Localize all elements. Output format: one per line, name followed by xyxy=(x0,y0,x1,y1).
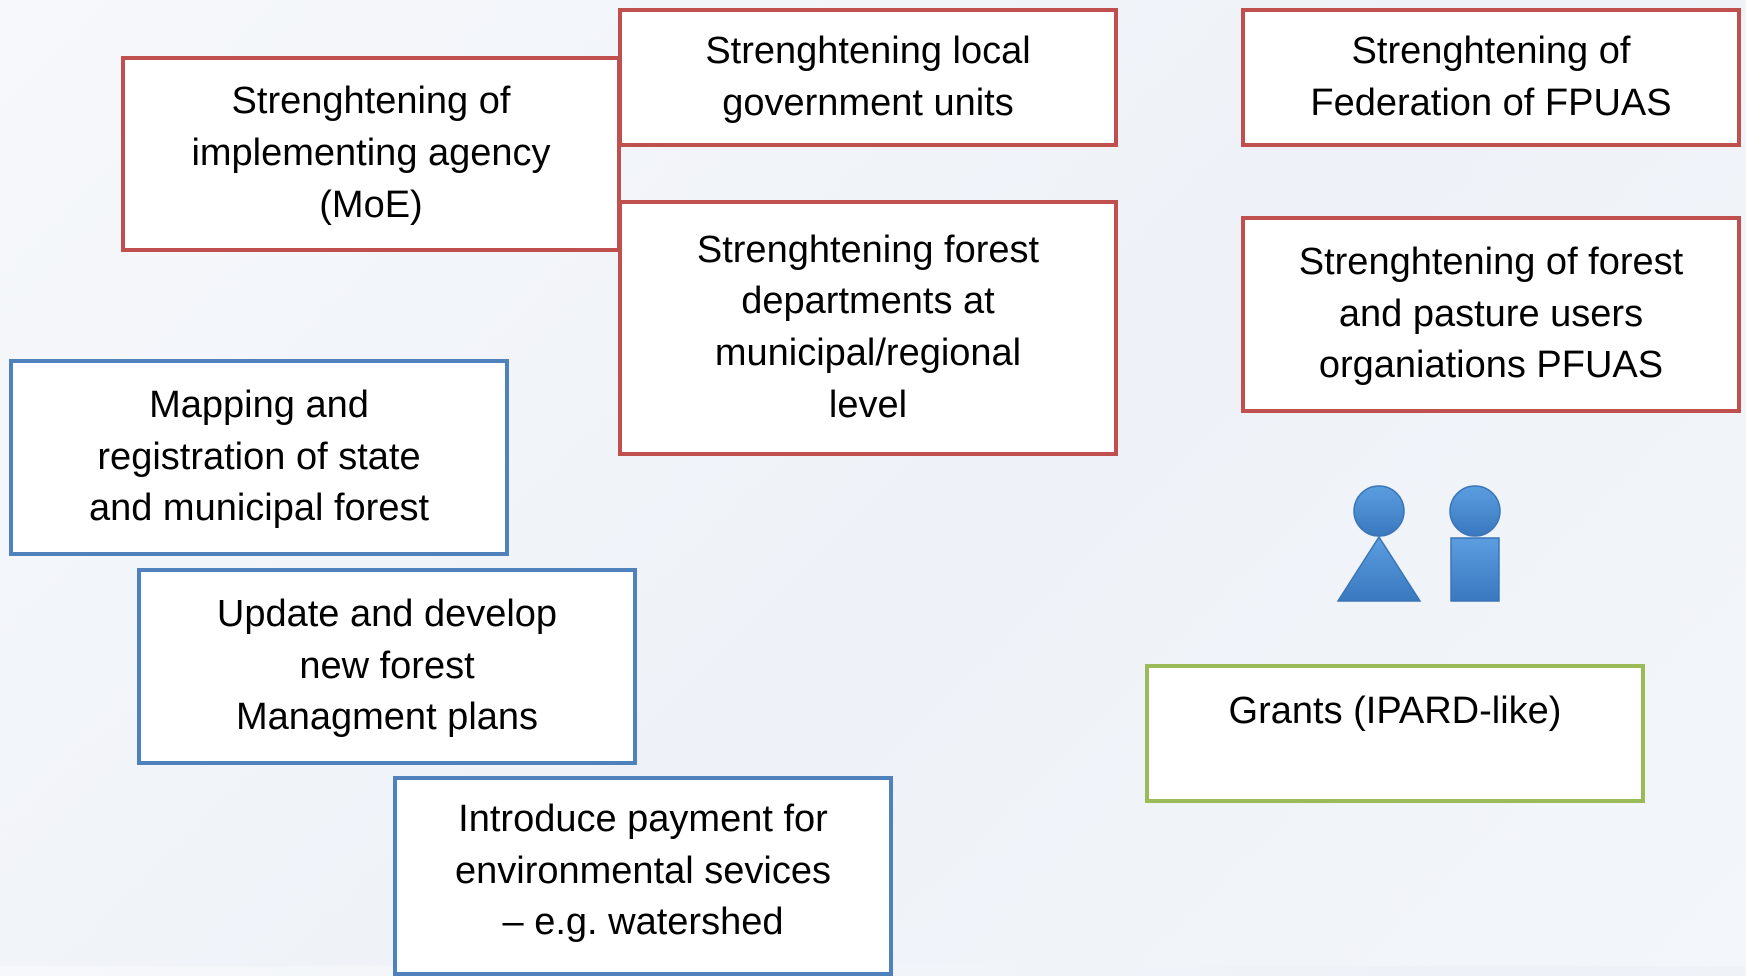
person-figure-rectangle xyxy=(1449,485,1501,602)
box-federation: Strenghtening of Federation of FPUAS xyxy=(1241,8,1741,147)
box-forest-departments-label: Strenghtening forest departments at muni… xyxy=(696,228,1040,426)
box-implementing-agency: Strenghtening of implementing agency (Mo… xyxy=(121,56,621,252)
box-mapping-label: Mapping and registration of state and mu… xyxy=(88,383,430,530)
box-grants-label: Grants (IPARD-like) xyxy=(1228,690,1562,732)
box-grants: Grants (IPARD-like) xyxy=(1145,664,1645,803)
box-payment-services: Introduce payment for environmental sevi… xyxy=(393,776,893,976)
box-federation-label: Strenghtening of Federation of FPUAS xyxy=(1310,29,1672,124)
box-forest-departments: Strenghtening forest departments at muni… xyxy=(618,200,1118,456)
people-icon xyxy=(1336,485,1501,602)
box-implementing-agency-label: Strenghtening of implementing agency (Mo… xyxy=(191,80,551,226)
box-user-organisations-label: Strenghtening of forest and pasture user… xyxy=(1298,240,1684,387)
person-figure-triangle xyxy=(1336,485,1422,602)
box-management-plans: Update and develop new forest Managment … xyxy=(137,568,637,765)
box-management-plans-label: Update and develop new forest Managment … xyxy=(216,592,558,739)
box-local-government-label: Strenghtening local government units xyxy=(705,29,1031,124)
box-payment-services-label: Introduce payment for environmental sevi… xyxy=(455,798,831,944)
box-local-government: Strenghtening local government units xyxy=(618,8,1118,147)
box-user-organisations: Strenghtening of forest and pasture user… xyxy=(1241,216,1741,413)
box-mapping: Mapping and registration of state and mu… xyxy=(9,359,509,556)
